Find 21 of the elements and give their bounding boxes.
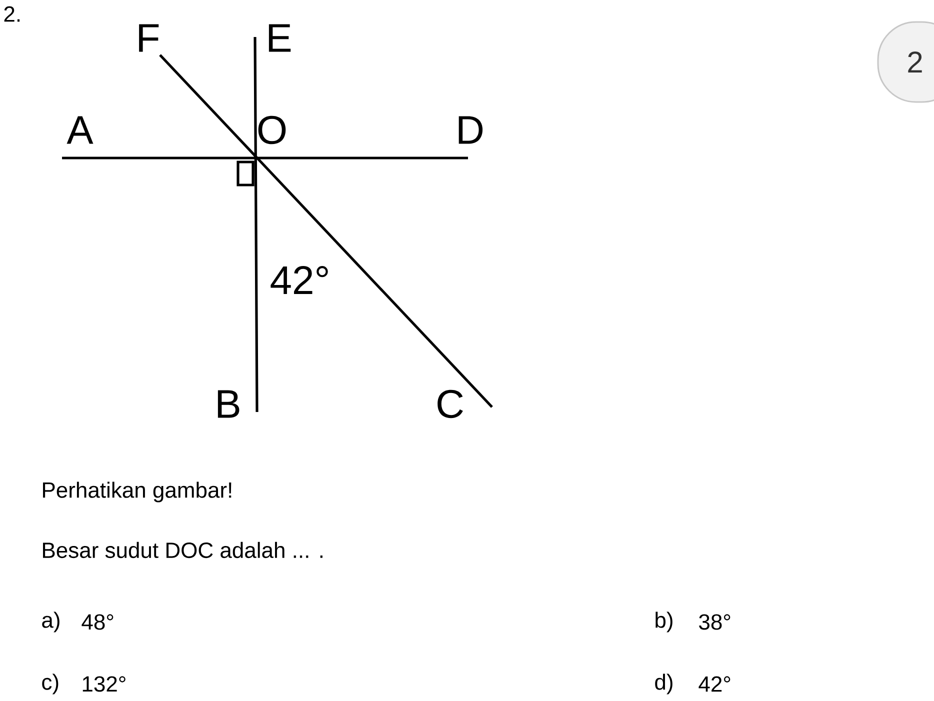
page-badge bbox=[877, 21, 934, 103]
point-label: B bbox=[218, 390, 240, 418]
point-label: E bbox=[268, 24, 291, 52]
option-value: 48° bbox=[82, 614, 114, 630]
option-letter: b) bbox=[656, 612, 672, 632]
angle-label: 42° bbox=[270, 266, 328, 294]
point-label: C bbox=[438, 390, 463, 418]
option-value: 132° bbox=[82, 676, 126, 692]
option-letter: c) bbox=[42, 674, 58, 694]
question-text: Perhatikan gambar! bbox=[43, 482, 232, 502]
point-label: D bbox=[458, 116, 483, 144]
badge-number: 2 bbox=[908, 52, 922, 72]
option-value: 42° bbox=[698, 676, 730, 692]
question-number: 2. bbox=[4, 6, 20, 22]
point-label: F bbox=[139, 24, 159, 52]
option-value: 38° bbox=[699, 614, 730, 630]
point-label: O bbox=[258, 116, 286, 144]
point-label: A bbox=[66, 116, 94, 144]
question-text: Besar sudut DOC adalah ... . bbox=[43, 542, 322, 558]
option-letter: d) bbox=[655, 674, 672, 694]
option-letter: a) bbox=[42, 612, 60, 632]
